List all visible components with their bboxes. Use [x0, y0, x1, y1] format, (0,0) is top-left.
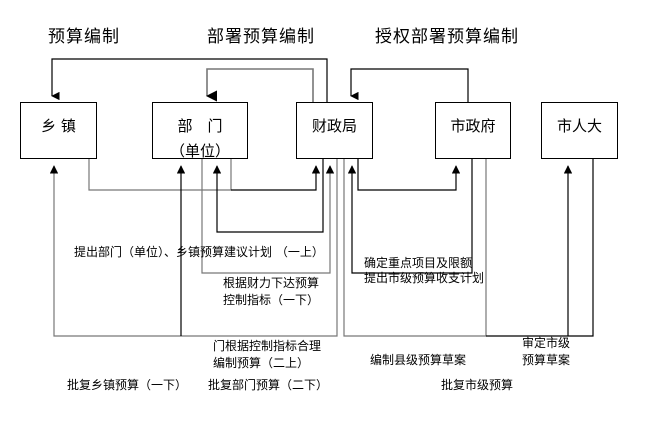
label-submit-plan: 提出部门（单位）、乡镇预算建议计划 （一上） [74, 245, 324, 259]
label-issue-indicators-2: 控制指标（一下） [223, 293, 320, 307]
node-city-government-label: 市政府 [450, 117, 496, 135]
edge-finance-to-department-issue [212, 158, 324, 233]
node-department: 部 门 （单位） [152, 102, 248, 160]
title-authorized-dept-budget-compile: 授权部署预算编制 [375, 27, 519, 47]
title-dept-budget-compile: 部署预算编制 [207, 27, 315, 47]
label-dept-compile-1: 门根据控制指标合理 [213, 339, 322, 353]
edge-township-to-finance [88, 158, 232, 191]
node-township-label: 乡 镇 [41, 117, 76, 135]
edge-citygov-to-finance-keyprojects [347, 158, 473, 274]
title-budget-compile: 预算编制 [48, 27, 120, 47]
edge-finance-to-citygov [357, 158, 461, 191]
node-department-sublabel: （单位） [169, 142, 230, 160]
label-review-2: 预算草案 [522, 353, 571, 367]
edge-finance-to-congress [343, 158, 487, 337]
node-city-government: 市政府 [435, 102, 511, 159]
label-key-projects-1: 确定重点项目及限额 [364, 256, 473, 270]
edge-citygov-to-congress [486, 158, 594, 337]
edge-finance-approve-township [49, 158, 338, 337]
node-finance-bureau-label: 财政局 [311, 117, 357, 135]
edge-department-to-finance-compile [201, 158, 335, 274]
node-city-congress-label: 市人大 [556, 117, 602, 135]
edge-finance-to-department-top [205, 68, 314, 102]
label-approve-city: 批复市级预算 [441, 378, 514, 392]
node-department-label: 部 门 [177, 117, 223, 135]
edge-merge-to-finance [231, 165, 321, 191]
label-approve-dept: 批复部门预算（二下） [208, 378, 329, 392]
node-finance-bureau: 财政局 [296, 102, 373, 159]
label-key-projects-2: 提出市级预算收支计划 [364, 271, 485, 285]
edge-finance-to-township-top [51, 58, 328, 102]
label-issue-indicators-1: 根据财力下达预算 [223, 276, 320, 290]
label-review-1: 审定市级 [522, 336, 571, 350]
node-city-congress: 市人大 [541, 102, 618, 159]
label-approve-township: 批复乡镇预算（一下） [67, 378, 188, 392]
label-dept-compile-2: 编制预算（二上） [213, 356, 310, 370]
node-township: 乡 镇 [20, 102, 97, 159]
edge-citygov-to-finance-top [350, 68, 469, 102]
label-county-draft: 编制县级预算草案 [370, 353, 467, 367]
